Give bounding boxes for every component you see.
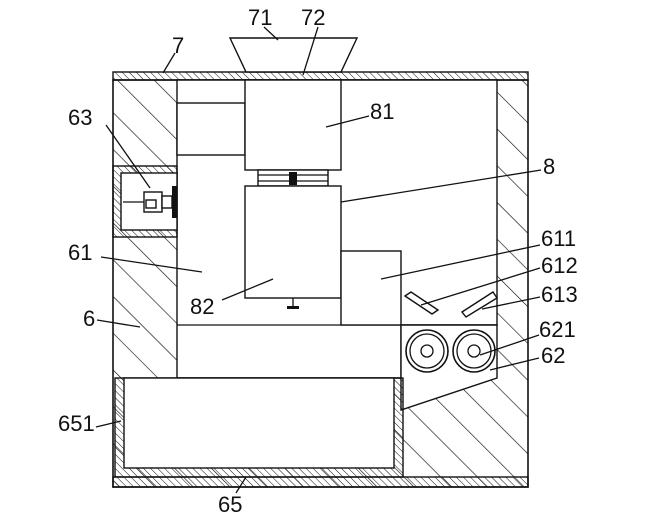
drawer-65 bbox=[114, 377, 404, 478]
bottom-plate bbox=[112, 476, 529, 488]
label-61: 61 bbox=[68, 240, 92, 265]
label-81: 81 bbox=[370, 99, 394, 124]
guide-plate-613 bbox=[460, 291, 498, 318]
leader-lines bbox=[95, 26, 542, 494]
label-651: 651 bbox=[58, 411, 95, 436]
roller-621-left bbox=[405, 329, 449, 373]
label-613: 613 bbox=[541, 282, 578, 307]
label-7: 7 bbox=[172, 33, 184, 58]
roller-621-right bbox=[452, 329, 496, 373]
label-63: 63 bbox=[68, 105, 92, 130]
upper-side-block bbox=[176, 102, 246, 156]
motor-box-81 bbox=[244, 79, 342, 171]
top-cover-7 bbox=[112, 71, 529, 81]
discharge-block-611 bbox=[340, 250, 402, 326]
label-72: 72 bbox=[301, 5, 325, 30]
guide-plate-612 bbox=[403, 291, 440, 315]
label-82: 82 bbox=[190, 294, 214, 319]
label-65: 65 bbox=[218, 492, 242, 517]
label-62: 62 bbox=[541, 343, 565, 368]
coupling bbox=[257, 169, 329, 187]
label-71: 71 bbox=[248, 5, 272, 30]
label-612: 612 bbox=[541, 253, 578, 278]
grinder-box-82 bbox=[244, 185, 342, 299]
label-621: 621 bbox=[539, 317, 576, 342]
label-8: 8 bbox=[543, 154, 555, 179]
label-6: 6 bbox=[83, 306, 95, 331]
hopper-71 bbox=[228, 37, 359, 73]
motor-housing-63 bbox=[112, 165, 178, 238]
reference-labels: 71 72 7 63 81 8 611 61 612 613 621 6 62 … bbox=[58, 5, 578, 517]
label-611: 611 bbox=[541, 226, 576, 251]
